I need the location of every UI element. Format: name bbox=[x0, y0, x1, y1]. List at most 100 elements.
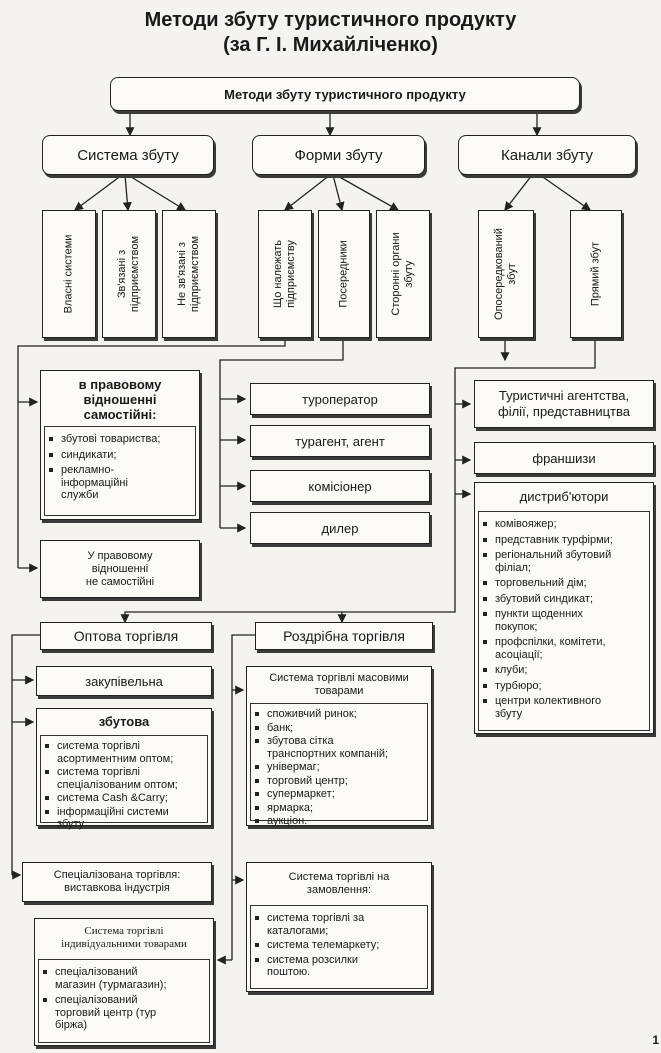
retail-individual-list: спеціалізований магазин (турмагазин); сп… bbox=[39, 966, 209, 1032]
intermediary-tour-operator: туроператор bbox=[250, 383, 430, 415]
system-label: Система збуту bbox=[77, 146, 179, 164]
list-item: споживчий ринок; bbox=[251, 708, 427, 721]
line-intermediaries-bracket bbox=[219, 338, 344, 528]
list-item: турбюро; bbox=[479, 680, 649, 693]
intermediary-label: дилер bbox=[321, 520, 359, 536]
list-item: клуби; bbox=[479, 664, 649, 677]
intermediary-travel-agent: турагент, агент bbox=[250, 425, 430, 457]
intermediary-label: комісіонер bbox=[308, 478, 372, 494]
arrow-channels-indirect bbox=[504, 174, 533, 212]
intermediary-label: туроператор bbox=[302, 391, 378, 407]
list-item: система телемаркету; bbox=[251, 939, 427, 952]
arrow-system-own bbox=[73, 174, 123, 211]
retail-mass-box: Система торгівлі масовими товарами спожи… bbox=[246, 666, 432, 827]
retail-individual-box: Система торгівлі індивідуальними товарам… bbox=[34, 918, 214, 1046]
retail-label: Роздрібна торгівля bbox=[283, 628, 405, 644]
legal-independent-header: в правовому відношенні самостійні: bbox=[78, 377, 162, 422]
retail-individual-header: Система торгівлі індивідуальними товарам… bbox=[61, 925, 187, 950]
wholesale-label: Оптова торгівля bbox=[73, 628, 179, 644]
page-title-line2: (за Г. І. Михайліченко) bbox=[223, 34, 438, 56]
list-item: спеціалізований магазин (турмагазин); bbox=[39, 966, 209, 991]
form-item-belong: Що належать підприємству bbox=[258, 210, 312, 338]
line-retail-bracket bbox=[231, 634, 255, 960]
system-item-unlinked-label: Не зв'язані з підприємством bbox=[176, 235, 201, 313]
retail-mass-list: споживчий ринок; банк; збутова сітка тра… bbox=[251, 708, 427, 828]
list-item: представник турфірми; bbox=[479, 534, 649, 547]
wholesale-box: Оптова торгівля bbox=[40, 622, 212, 650]
form-item-third-party-label: Сторонні органи збуту bbox=[390, 232, 415, 316]
channel-franchises-label: франшизи bbox=[532, 450, 596, 466]
line-wholesale-bracket bbox=[11, 634, 40, 875]
form-item-intermediaries-label: Посередники bbox=[337, 240, 350, 308]
arrow-system-linked bbox=[122, 174, 132, 212]
list-item: спеціалізований торговий центр (тур бірж… bbox=[39, 994, 209, 1032]
channel-agencies-box: Туристичні агентства, філії, представниц… bbox=[474, 380, 654, 428]
arrow-to-wholesale bbox=[120, 611, 342, 624]
list-item: система розсилки поштою. bbox=[251, 954, 427, 979]
wholesale-sales-header: збутова bbox=[98, 714, 150, 729]
list-item: торговий центр; bbox=[251, 775, 427, 788]
system-item-linked: Зв'язані з підприємством bbox=[102, 210, 156, 338]
retail-order-box: Система торгівлі на замовлення: система … bbox=[246, 862, 432, 992]
wholesale-sales-list-frame: система торгівлі асортиментним оптом; си… bbox=[40, 735, 208, 830]
system-item-own: Власні системи bbox=[42, 210, 96, 338]
root-box: Методи збуту туристичного продукту bbox=[110, 77, 580, 111]
distributors-header: дистриб'ютори bbox=[519, 489, 609, 504]
channel-agencies-label: Туристичні агентства, філії, представниц… bbox=[498, 388, 630, 419]
channels-box: Канали збуту bbox=[458, 135, 636, 175]
channel-item-indirect: Опосередкований збут bbox=[478, 210, 534, 338]
list-item: система торгівлі асортиментним оптом; bbox=[41, 740, 207, 765]
page-number: 1 bbox=[652, 1033, 659, 1047]
channel-item-direct-label: Прямий збут bbox=[589, 241, 602, 307]
intermediary-commissioner: комісіонер bbox=[250, 470, 430, 502]
forms-box: Форми збуту bbox=[252, 135, 425, 175]
list-item: пункти щоденних покупок; bbox=[479, 608, 649, 633]
line-belong-bracket bbox=[17, 338, 286, 568]
root-label: Методи збуту туристичного продукту bbox=[224, 86, 466, 102]
retail-order-header: Система торгівлі на замовлення: bbox=[288, 871, 390, 896]
line-direct-to-retail bbox=[337, 338, 596, 624]
list-item: рекламно- інформаційні служби bbox=[45, 464, 195, 502]
retail-individual-list-frame: спеціалізований магазин (турмагазин); сп… bbox=[38, 959, 210, 1043]
wholesale-specialized-box: Спеціалізована торгівля: виставкова інду… bbox=[22, 862, 212, 902]
list-item: центри колективного збуту bbox=[479, 695, 649, 720]
list-item: універмаг; bbox=[251, 761, 427, 774]
list-item: система Cash &Carry; bbox=[41, 792, 207, 805]
list-item: супермаркет; bbox=[251, 788, 427, 801]
form-item-intermediaries: Посередники bbox=[318, 210, 370, 338]
legal-independent-box: в правовому відношенні самостійні: збуто… bbox=[40, 370, 200, 520]
legal-independent-list-frame: збутові товариства; синдикати; рекламно-… bbox=[44, 426, 196, 516]
list-item: комівояжер; bbox=[479, 518, 649, 531]
system-box: Система збуту bbox=[42, 135, 214, 175]
system-item-own-label: Власні системи bbox=[62, 234, 75, 314]
list-item: банк; bbox=[251, 722, 427, 735]
channel-item-direct: Прямий збут bbox=[570, 210, 622, 338]
distributors-list-frame: комівояжер; представник турфірми; регіон… bbox=[478, 511, 650, 731]
list-item: синдикати; bbox=[45, 449, 195, 462]
channel-franchises-box: франшизи bbox=[474, 442, 654, 474]
list-item: збутова сітка транспортних компаній; bbox=[251, 735, 427, 760]
channel-item-indirect-label: Опосередкований збут bbox=[493, 228, 518, 320]
wholesale-sales-box: збутова система торгівлі асортиментним о… bbox=[36, 708, 212, 830]
page-title-line1: Методи збуту туристичного продукту bbox=[144, 9, 517, 31]
list-item: профспілки, комітети, асоціації; bbox=[479, 636, 649, 661]
list-item: аукціон. bbox=[251, 815, 427, 828]
retail-box: Роздрібна торгівля bbox=[255, 622, 433, 650]
form-item-belong-label: Що належать підприємству bbox=[272, 239, 297, 309]
legal-dependent-box: У правовому відношенні не самостійні bbox=[40, 540, 200, 598]
arrow-forms-intermediaries bbox=[332, 174, 345, 212]
list-item: регіональний збутовий філіал; bbox=[479, 549, 649, 574]
legal-independent-list: збутові товариства; синдикати; рекламно-… bbox=[45, 433, 195, 502]
retail-mass-list-frame: споживчий ринок; банк; збутова сітка тра… bbox=[250, 703, 428, 827]
forms-label: Форми збуту bbox=[294, 146, 383, 164]
arrow-forms-third bbox=[335, 174, 400, 211]
system-item-unlinked: Не зв'язані з підприємством bbox=[162, 210, 216, 338]
retail-order-list: система торгівлі за каталогами; система … bbox=[251, 912, 427, 979]
arrow-system-unlinked bbox=[127, 174, 187, 211]
arrow-forms-belong bbox=[283, 174, 331, 211]
list-item: збутові товариства; bbox=[45, 433, 195, 446]
retail-order-list-frame: система торгівлі за каталогами; система … bbox=[250, 905, 428, 989]
arrow-channels-direct bbox=[539, 174, 592, 211]
